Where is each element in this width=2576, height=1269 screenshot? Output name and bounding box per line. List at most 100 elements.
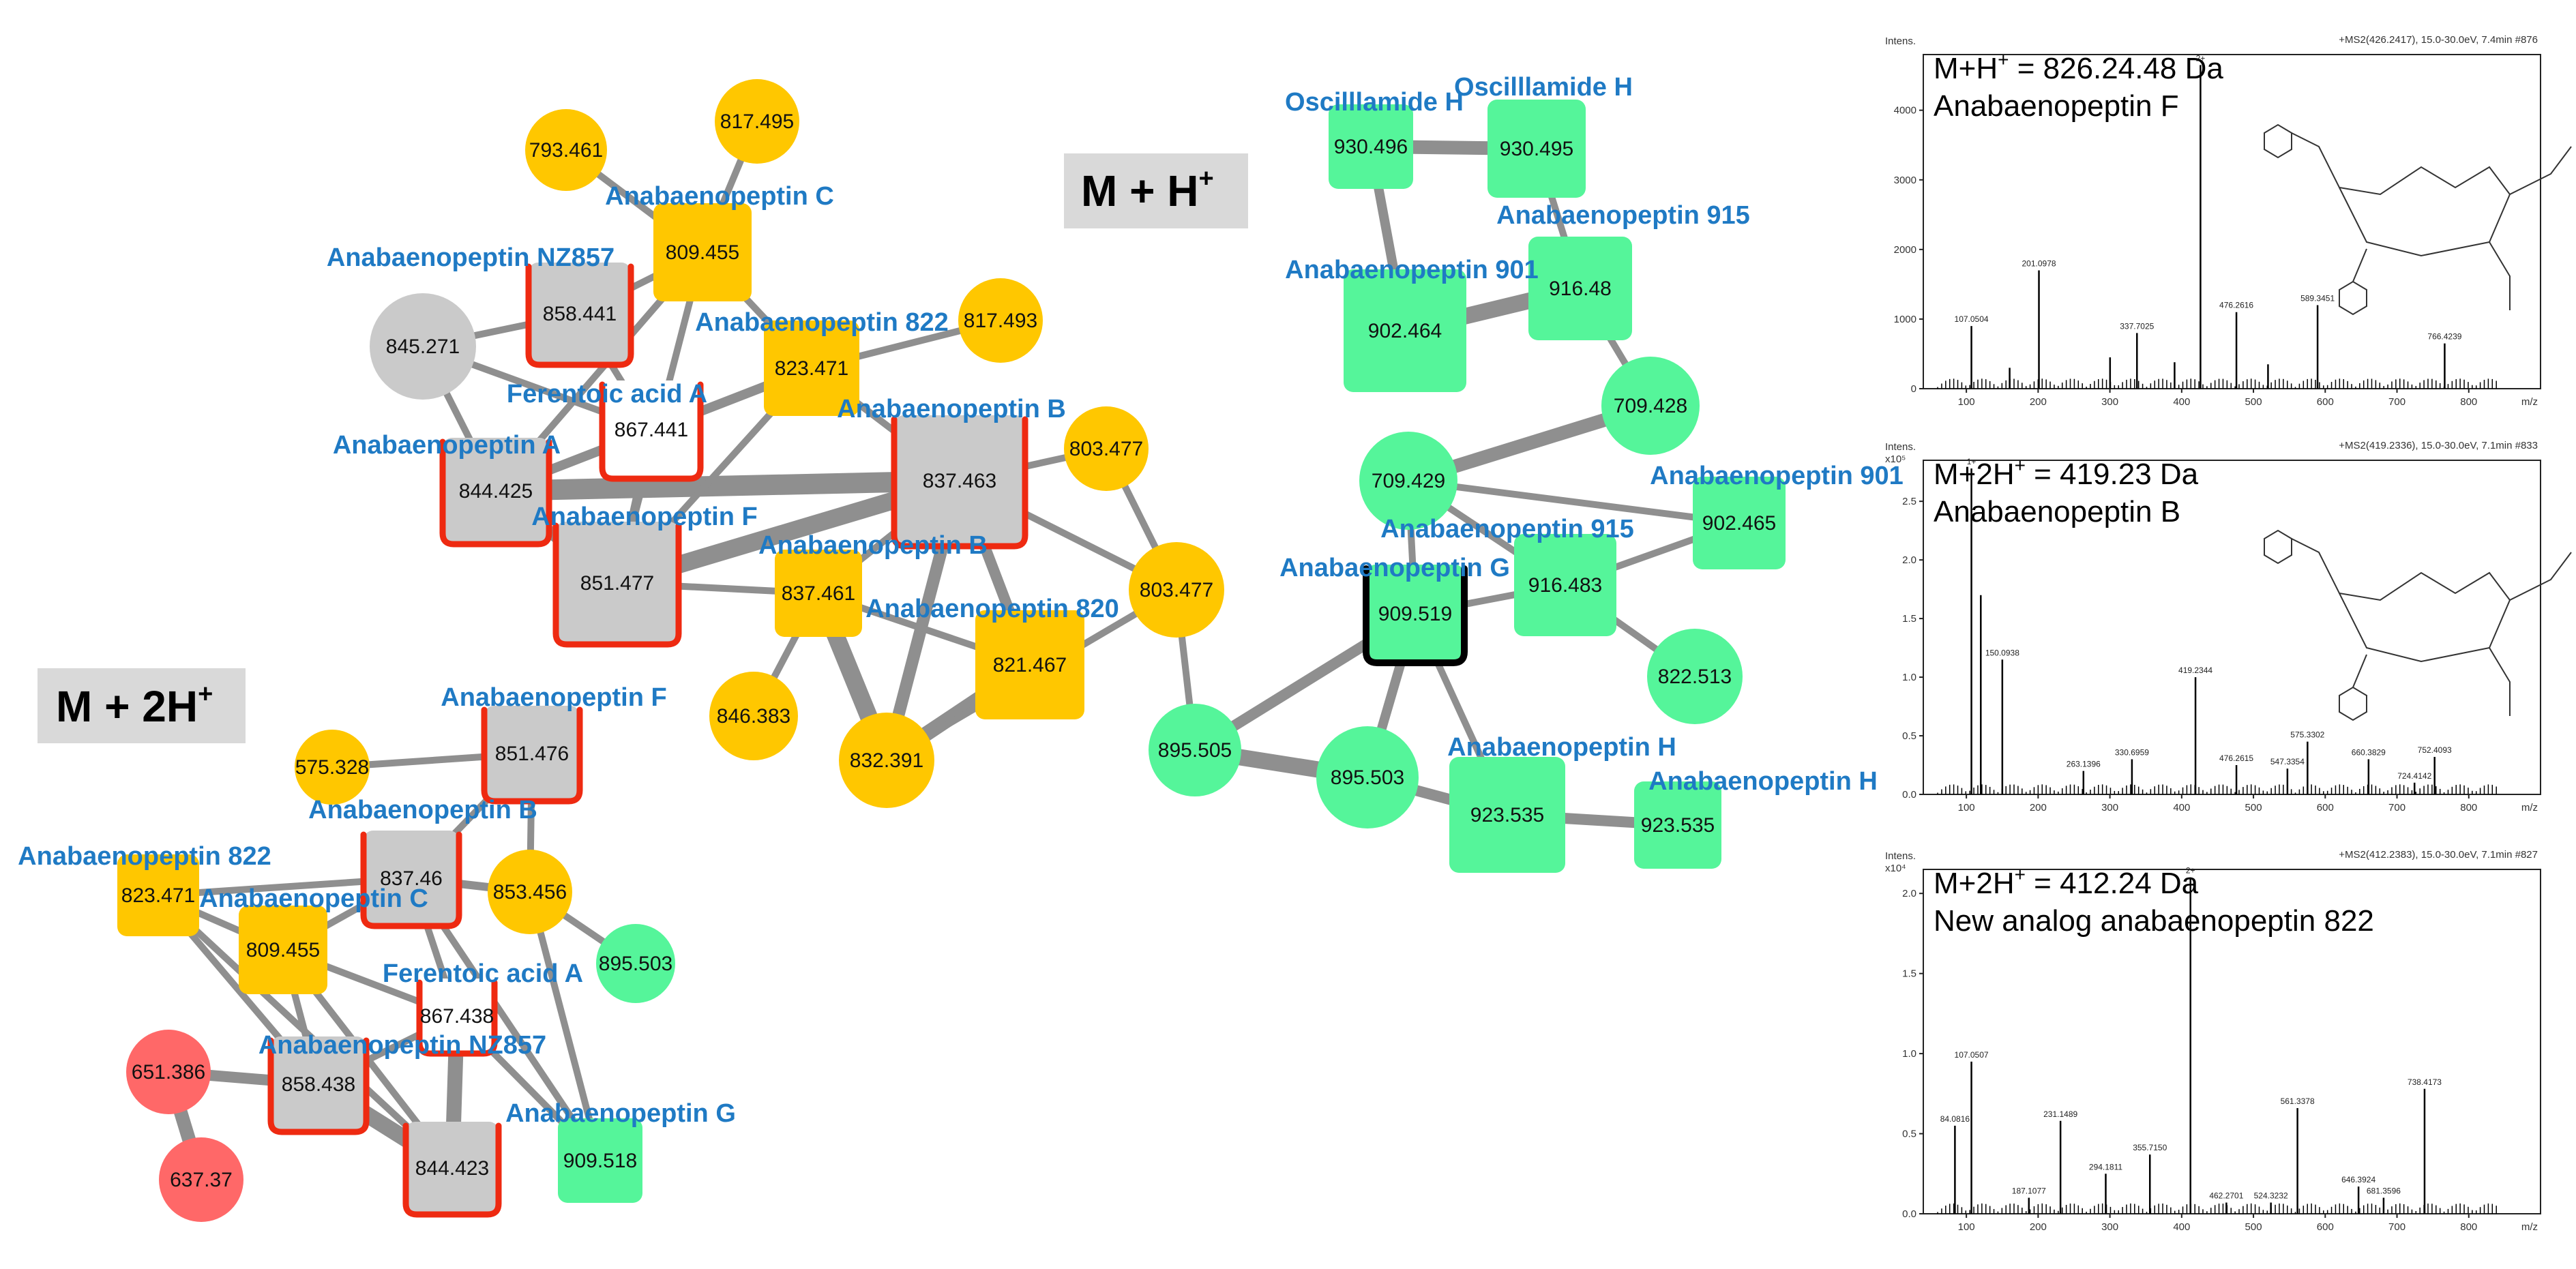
network-node[interactable]: 923.535: [1449, 757, 1565, 873]
network-node[interactable]: 916.48: [1528, 237, 1632, 340]
node-mass-value: 867.438: [420, 1005, 494, 1028]
x-tick-label: 800: [2460, 1221, 2477, 1233]
x-tick-label: 100: [1958, 802, 1975, 813]
network-node[interactable]: 930.496: [1329, 104, 1413, 189]
network-node[interactable]: 823.471: [117, 854, 199, 936]
network-node[interactable]: 832.391: [839, 713, 934, 808]
network-node[interactable]: 909.519: [1363, 565, 1468, 666]
node-mass-value: 851.477: [580, 572, 654, 595]
node-mass-value: 895.503: [1331, 766, 1404, 789]
node-mass-value: 930.496: [1334, 136, 1408, 158]
intensity-axis-title: Intens.: [1885, 850, 1916, 862]
network-node[interactable]: 844.423: [402, 1122, 502, 1218]
x-tick-label: 800: [2460, 396, 2477, 408]
network-node[interactable]: 823.471: [764, 320, 859, 416]
node-square: [775, 550, 862, 637]
node-square: [1329, 104, 1413, 189]
node-square: [1693, 477, 1786, 569]
network-node[interactable]: 853.456: [488, 850, 572, 934]
network-node[interactable]: 895.503: [1316, 726, 1419, 828]
peak-label: 589.3451: [2300, 294, 2335, 303]
network-node[interactable]: 930.495: [1487, 100, 1586, 198]
network-node[interactable]: 846.383: [709, 672, 798, 760]
network-node[interactable]: 575.328: [295, 730, 370, 805]
peak-label: 660.3829: [2352, 747, 2386, 757]
network-node[interactable]: 909.518: [558, 1118, 642, 1203]
node-circle: [159, 1137, 243, 1222]
node-highlight-border: [891, 416, 1028, 550]
y-tick-label: 0.0: [1902, 1208, 1916, 1220]
network-node[interactable]: 822.513: [1647, 629, 1743, 724]
node-mass-value: 817.493: [964, 310, 1037, 332]
network-node[interactable]: 803.477: [1129, 542, 1224, 638]
network-node[interactable]: 851.477: [552, 522, 682, 648]
node-square: [1366, 565, 1464, 663]
network-node[interactable]: 844.425: [439, 438, 552, 548]
x-tick-label: 800: [2460, 802, 2477, 813]
y-tick-label: 1000: [1894, 314, 1916, 325]
network-node[interactable]: 845.271: [370, 293, 476, 400]
network-node[interactable]: 858.441: [525, 263, 634, 368]
ms2-spectrum-panel: Intens.x10⁵+MS2(419.2336), 15.0-30.0eV, …: [1885, 440, 2572, 813]
network-node[interactable]: 916.483: [1514, 534, 1616, 636]
network-node[interactable]: 837.463: [891, 415, 1028, 550]
precursor-formula: M+2H+ = 419.23 Da: [1934, 455, 2199, 491]
node-square: [894, 415, 1025, 546]
node-mass-value: 858.441: [543, 303, 617, 325]
network-node[interactable]: 817.495: [715, 79, 799, 164]
node-mass-value: 803.477: [1069, 438, 1143, 460]
network-node[interactable]: 809.455: [239, 906, 327, 994]
network-node[interactable]: 867.441: [599, 380, 704, 482]
network-node[interactable]: 867.438: [416, 979, 498, 1057]
network-node[interactable]: 637.37: [159, 1137, 243, 1222]
peak-label: 681.3596: [2367, 1186, 2401, 1196]
y-tick-label: 1.0: [1902, 1048, 1916, 1060]
node-mass-value: 895.503: [599, 953, 672, 975]
spectrum-header: +MS2(419.2336), 15.0-30.0eV, 7.1min #833: [2339, 440, 2538, 451]
node-square: [239, 906, 327, 994]
node-highlight-border: [1363, 565, 1468, 666]
peak-label: 294.1811: [2089, 1162, 2122, 1171]
precursor-formula: M+H+ = 826.24.48 Da: [1934, 49, 2223, 85]
intensity-axis-title: Intens.: [1885, 35, 1916, 47]
node-mass-value: 823.471: [121, 884, 195, 907]
network-node[interactable]: 651.386: [126, 1030, 211, 1114]
node-circle: [1601, 357, 1700, 455]
node-compound-label: Anabaenopeptin C: [605, 182, 834, 211]
network-node[interactable]: 895.505: [1149, 704, 1241, 796]
network-node[interactable]: 902.464: [1344, 269, 1466, 392]
node-compound-label: Anabaenopeptin NZ857: [327, 243, 615, 272]
node-square: [117, 854, 199, 936]
network-node[interactable]: 709.429: [1359, 432, 1457, 530]
x-tick-label: 100: [1958, 396, 1975, 408]
node-highlight-border: [416, 979, 498, 1057]
node-square: [1528, 237, 1632, 340]
network-node[interactable]: 821.467: [975, 610, 1084, 719]
network-node[interactable]: 793.461: [525, 109, 607, 191]
node-circle: [839, 713, 934, 808]
network-node[interactable]: 837.461: [775, 550, 862, 637]
network-node[interactable]: 851.476: [481, 706, 583, 805]
x-tick-label: 700: [2388, 802, 2405, 813]
node-mass-value: 909.519: [1378, 603, 1452, 625]
peak-label: 150.0938: [1985, 648, 2019, 657]
network-node[interactable]: 803.477: [1064, 406, 1149, 491]
network-node[interactable]: 895.503: [596, 924, 675, 1003]
x-tick-label: 200: [2030, 1221, 2047, 1233]
network-node[interactable]: 809.455: [653, 203, 752, 301]
network-node[interactable]: 902.465: [1693, 477, 1786, 569]
peak-label: 107.0507: [1955, 1050, 1989, 1060]
network-node[interactable]: 837.46: [360, 831, 462, 929]
peak-label: 462.2701: [2209, 1191, 2243, 1201]
network-node[interactable]: 858.438: [267, 1036, 370, 1135]
network-nodes: 793.461 817.495 809.455 858.441 845.271 823.4…: [117, 79, 1786, 1222]
network-node[interactable]: 817.493: [958, 278, 1043, 363]
network-node[interactable]: 709.428: [1601, 357, 1700, 455]
precursor-formula: M+2H+ = 412.24 Da: [1934, 864, 2199, 900]
y-tick-label: 0.5: [1902, 730, 1916, 742]
compound-name: Anabaenopeptin B: [1934, 495, 2180, 528]
network-node[interactable]: 923.535: [1634, 781, 1721, 869]
node-mass-value: 902.464: [1368, 320, 1442, 342]
